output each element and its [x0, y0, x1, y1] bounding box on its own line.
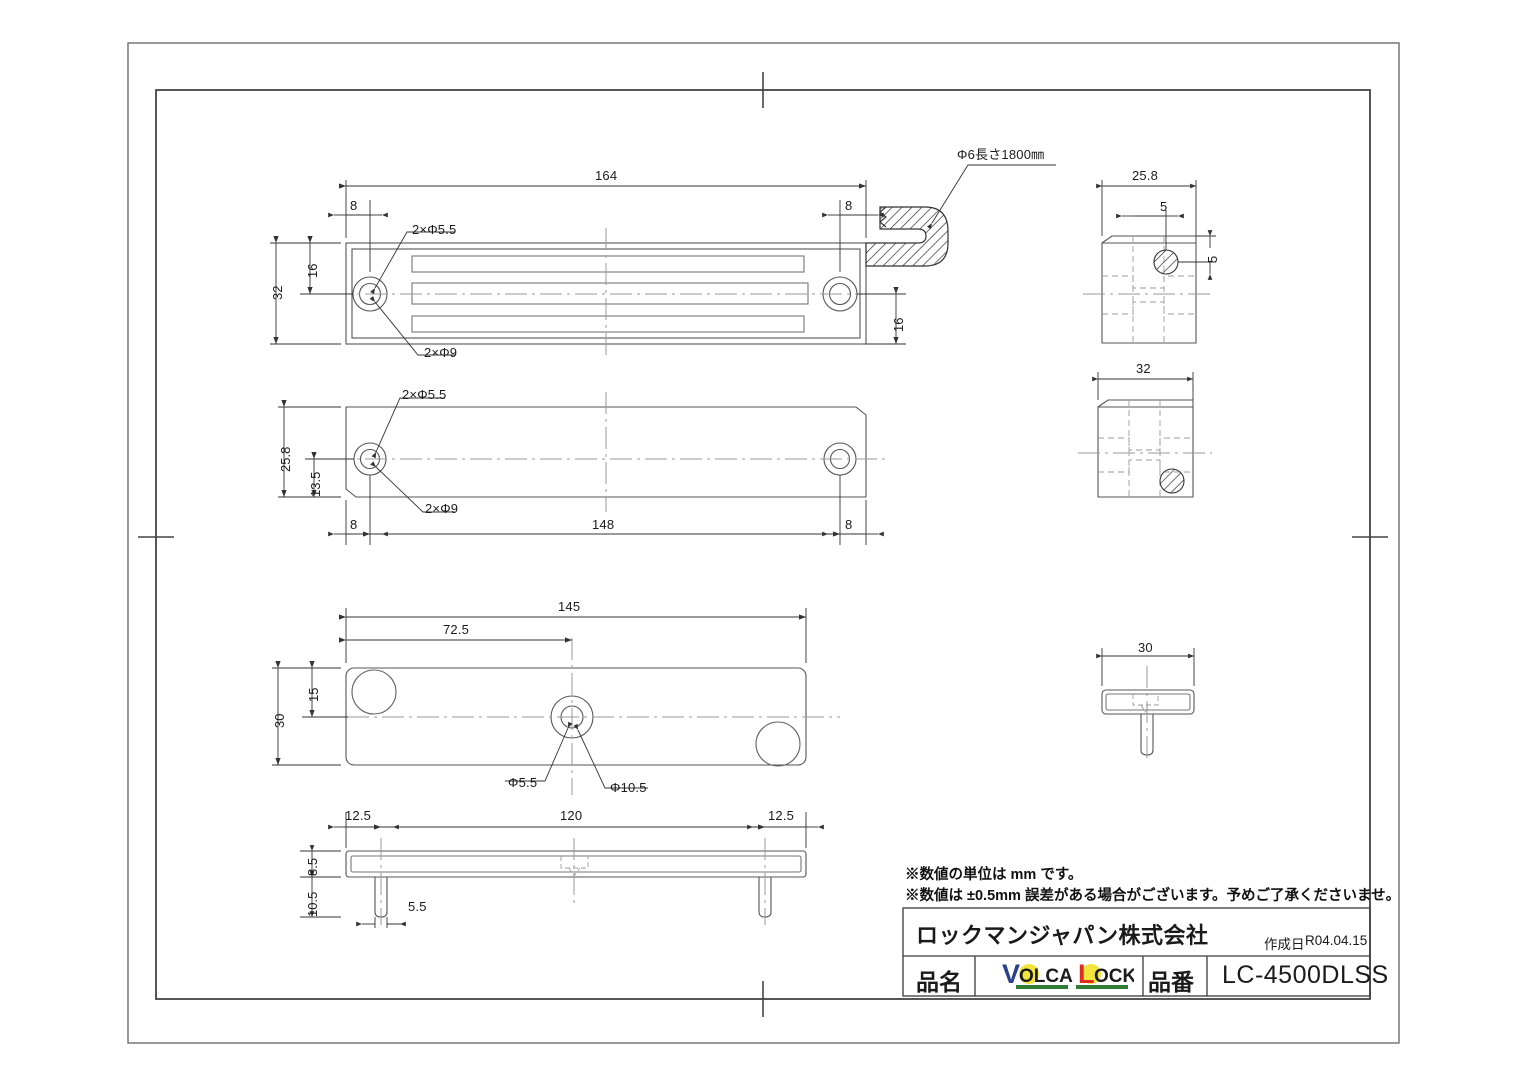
product-code-value: LC-4500DLSS	[1222, 961, 1389, 989]
dim-side-height: 25.8	[278, 446, 293, 472]
dim-armature-stud-dia: 5.5	[408, 899, 427, 914]
logo-text-olca: OLCA	[1019, 966, 1073, 987]
dim-armature-half-length: 72.5	[443, 622, 470, 637]
callout-cable-spec: Φ6長さ1800㎜	[957, 147, 1045, 162]
dim-top-overall-length: 164	[595, 168, 618, 183]
date-value: R04.04.15	[1305, 933, 1368, 948]
dim-armature-edge-right: 12.5	[768, 808, 795, 823]
cable-section	[865, 206, 949, 267]
dim-endview-hole-y: 5	[1205, 255, 1220, 263]
dim-armature-thickness: 8.5	[305, 857, 320, 876]
dim-armature-total-height: 10.5	[305, 891, 320, 917]
volca-lock-logo: V OLCA L OCK	[1002, 957, 1134, 991]
dim-side-edge-left: 8	[350, 517, 358, 532]
logo-letter-l: L	[1078, 959, 1095, 989]
dim-armature-hole-offset: 15	[306, 687, 321, 702]
product-code-label: 品番	[1148, 969, 1194, 995]
dim-endview-armature-width: 32	[1136, 361, 1151, 376]
callout-armature-small-hole: Φ5.5	[508, 775, 538, 790]
callout-armature-counterbore: Φ10.5	[610, 780, 647, 795]
dim-endview-hole-x: 5	[1160, 199, 1168, 214]
inner-frame	[155, 89, 1371, 1000]
dim-armature-end-width: 30	[1138, 640, 1153, 655]
volca-lock-logo-svg: V OLCA L OCK	[1002, 959, 1134, 989]
dim-top-hole-center-right: 16	[891, 317, 906, 332]
dim-top-edge-right: 8	[845, 198, 853, 213]
dim-top-edge-left: 8	[350, 198, 358, 213]
dim-side-hole-center: 13.5	[308, 471, 323, 497]
dim-side-edge-right: 8	[845, 517, 853, 532]
dim-endview-width: 25.8	[1132, 168, 1159, 183]
dim-armature-span: 120	[560, 808, 583, 823]
date-label: 作成日	[1264, 937, 1305, 952]
callout-top-small-hole: 2×Φ5.5	[412, 222, 457, 237]
dim-armature-overall-length: 145	[558, 599, 581, 614]
dim-top-hole-center-left: 16	[305, 263, 320, 278]
dim-armature-height: 30	[272, 713, 287, 728]
callout-side-large-hole: 2×Φ9	[425, 501, 459, 516]
dim-armature-edge-left: 12.5	[345, 808, 372, 823]
dim-side-span: 148	[592, 517, 615, 532]
dim-top-height: 32	[270, 285, 285, 300]
outer-frame	[127, 42, 1400, 1044]
logo-text-ock: OCK	[1094, 966, 1134, 987]
logo-letter-v: V	[1002, 959, 1020, 989]
product-name-label: 品名	[916, 969, 962, 995]
callout-top-large-hole: 2×Φ9	[424, 345, 458, 360]
company-name: ロックマンジャパン株式会社	[916, 923, 1209, 948]
note-tolerance: ※数値は ±0.5mm 誤差がある場合がございます。予めご了承くださいませ。	[905, 888, 1401, 904]
note-units: ※数値の単位は mm です。	[905, 867, 1083, 883]
callout-side-small-hole: 2×Φ5.5	[402, 387, 447, 402]
